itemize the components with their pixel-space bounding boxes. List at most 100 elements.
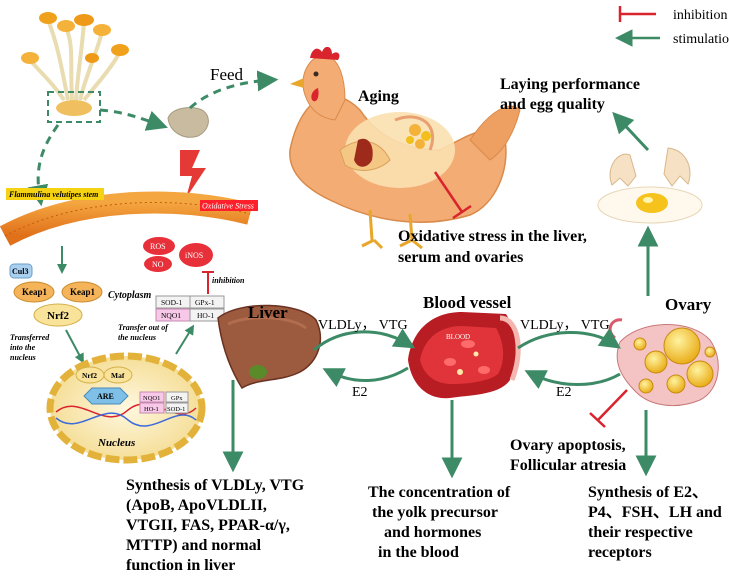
oxidative-stress-box-label: Oxidative Stress: [202, 202, 254, 211]
arrow-ovary-to-vessel: [524, 370, 621, 390]
ovary-apoptosis-line1: Ovary apoptosis,: [510, 437, 626, 454]
inhibition-small-label: inhibition: [212, 276, 245, 285]
ovary-label: Ovary: [665, 295, 712, 314]
lightning-icon: [180, 150, 206, 198]
ros-label: ROS: [150, 242, 166, 251]
yolk-line1: The concentration of: [368, 484, 511, 501]
arrow-egg-to-laying: [612, 111, 650, 152]
nrf2-shape: [33, 303, 83, 327]
yolk-line4: in the blood: [378, 544, 459, 561]
liver-synthesis-line3: VTGII, FAS, PPAR-α/γ,: [126, 517, 290, 534]
inhibition-aging-to-oxidative: [433, 171, 472, 220]
keap1-b-shape: [61, 281, 103, 303]
transferred-line3: nucleus: [10, 353, 36, 362]
legend: inhibition stimulation: [615, 6, 729, 47]
transferred-line1: Transferred: [10, 333, 50, 342]
maf-label: Maf: [111, 371, 125, 380]
vldl-vtg-left-label: VLDLy， VTG: [318, 318, 408, 333]
maf-shape: [103, 366, 133, 384]
ovary-apoptosis-line2: Follicular atresia: [510, 457, 626, 474]
nqo1-nucleus-box: [139, 391, 165, 403]
keap1-b-label: Keap1: [70, 287, 96, 297]
oxidative-outcome-line1: Oxidative stress in the liver,: [398, 228, 587, 245]
feed-label: Feed: [210, 65, 244, 84]
cracked-egg-icon: [597, 147, 703, 224]
transfer-out-line1: Transfer out of: [118, 323, 169, 332]
ovary-illustration: [608, 318, 719, 406]
arrow-feed-to-hen: [188, 70, 279, 110]
sod1-label: SOD-1: [161, 298, 183, 307]
arrow-nrf2-to-nucleus: [65, 329, 84, 364]
no-label: NO: [152, 260, 164, 269]
ho1-nucleus-box: [139, 402, 165, 414]
nqo1-nucleus-label: NQO1: [143, 395, 160, 402]
inhibition-legend-icon: [618, 6, 656, 22]
yolk-line3: and hormones: [384, 524, 481, 541]
liver-label: Liver: [248, 303, 288, 322]
e2-left-label: E2: [352, 385, 368, 400]
arrow-vessel-to-ovary: [517, 328, 621, 350]
arrow-stem-to-cell: [27, 124, 60, 207]
ovary-synthesis-line3: their respective: [588, 524, 693, 541]
sod1-nucleus-box: [165, 402, 189, 414]
cytoplasm-label: Cytoplasm: [108, 290, 152, 301]
liver-illustration: [217, 304, 322, 390]
inos-shape: [179, 243, 213, 267]
aging-label: Aging: [358, 88, 399, 105]
mushroom-cluster-icon: [21, 12, 129, 123]
gpx1-box: [189, 295, 225, 309]
oxidative-outcome-line2: serum and ovaries: [398, 249, 523, 266]
hen-illustration: [289, 46, 521, 250]
ho1-nucleus-label: HO-1: [144, 406, 159, 413]
ros-shape: [143, 237, 175, 255]
arrow-stem-to-feed: [99, 108, 168, 131]
keap1-a-label: Keap1: [22, 287, 48, 297]
ovary-synthesis-line1: Synthesis of E2、: [588, 484, 708, 501]
nucleus-label: Nucleus: [97, 437, 135, 449]
no-shape: [144, 256, 172, 272]
liver-synthesis-line2: (ApoB, ApoVLDLII,: [126, 497, 267, 514]
inos-label: iNOS: [185, 251, 203, 260]
arrow-liver-to-vessel: [313, 328, 416, 352]
ovary-synthesis-line2: P4、FSH、LH and: [588, 504, 722, 521]
cul3-badge: [9, 263, 33, 279]
stem-label-box: [6, 188, 104, 200]
gpx1-label: GPx-1: [195, 298, 215, 307]
are-label: ARE: [97, 392, 114, 401]
keap1-a-shape: [13, 281, 55, 303]
liver-synthesis-line4: MTTP) and normal: [126, 537, 262, 554]
nrf2-label: Nrf2: [47, 310, 69, 322]
liver-synthesis-line1: Synthesis of VLDLy, VTG: [126, 477, 305, 494]
vldl-vtg-right-label: VLDLy， VTG: [520, 318, 610, 333]
stem-box-label: Flammulina velutipes stem: [8, 190, 98, 199]
liver-synthesis-line5: function in liver: [126, 557, 235, 574]
laying-line2: and egg quality: [500, 96, 605, 113]
arrow-nucleus-to-cytoplasm: [175, 324, 195, 355]
laying-line1: Laying performance: [500, 76, 640, 93]
feed-pellet-icon: [167, 107, 209, 138]
stem-selection-box: [47, 91, 101, 123]
inhibition-ovary-to-apoptosis: [589, 389, 628, 428]
gpx-nucleus-box: [165, 391, 189, 403]
arrow-vessel-to-liver: [322, 366, 409, 388]
nrf2-nucleus-label: Nrf2: [82, 371, 97, 380]
e2-right-label: E2: [556, 385, 572, 400]
ho1-label: HO-1: [197, 311, 214, 320]
sod1-nucleus-label: SOD-1: [167, 406, 185, 413]
transfer-out-line2: the nucleus: [118, 333, 156, 342]
legend-inhibition-label: inhibition: [673, 8, 727, 23]
gpx-nucleus-label: GPx: [171, 395, 183, 402]
ovary-synthesis-line4: receptors: [588, 544, 652, 561]
blood-vessel-label: Blood vessel: [423, 293, 512, 312]
are-shape: [83, 387, 129, 405]
legend-stimulation-label: stimulation: [673, 32, 729, 47]
yolk-line2: the yolk precursor: [372, 504, 498, 521]
nqo1-label: NQO1: [161, 311, 181, 320]
cul3-label: Cul3: [12, 267, 28, 276]
blood-text: BLOOD: [446, 333, 470, 341]
transferred-line2: into the: [10, 343, 36, 352]
blood-vessel-illustration: [408, 312, 521, 399]
inhibition-antioxidant-to-ros: [202, 271, 214, 294]
oxidative-stress-box: [200, 200, 258, 211]
